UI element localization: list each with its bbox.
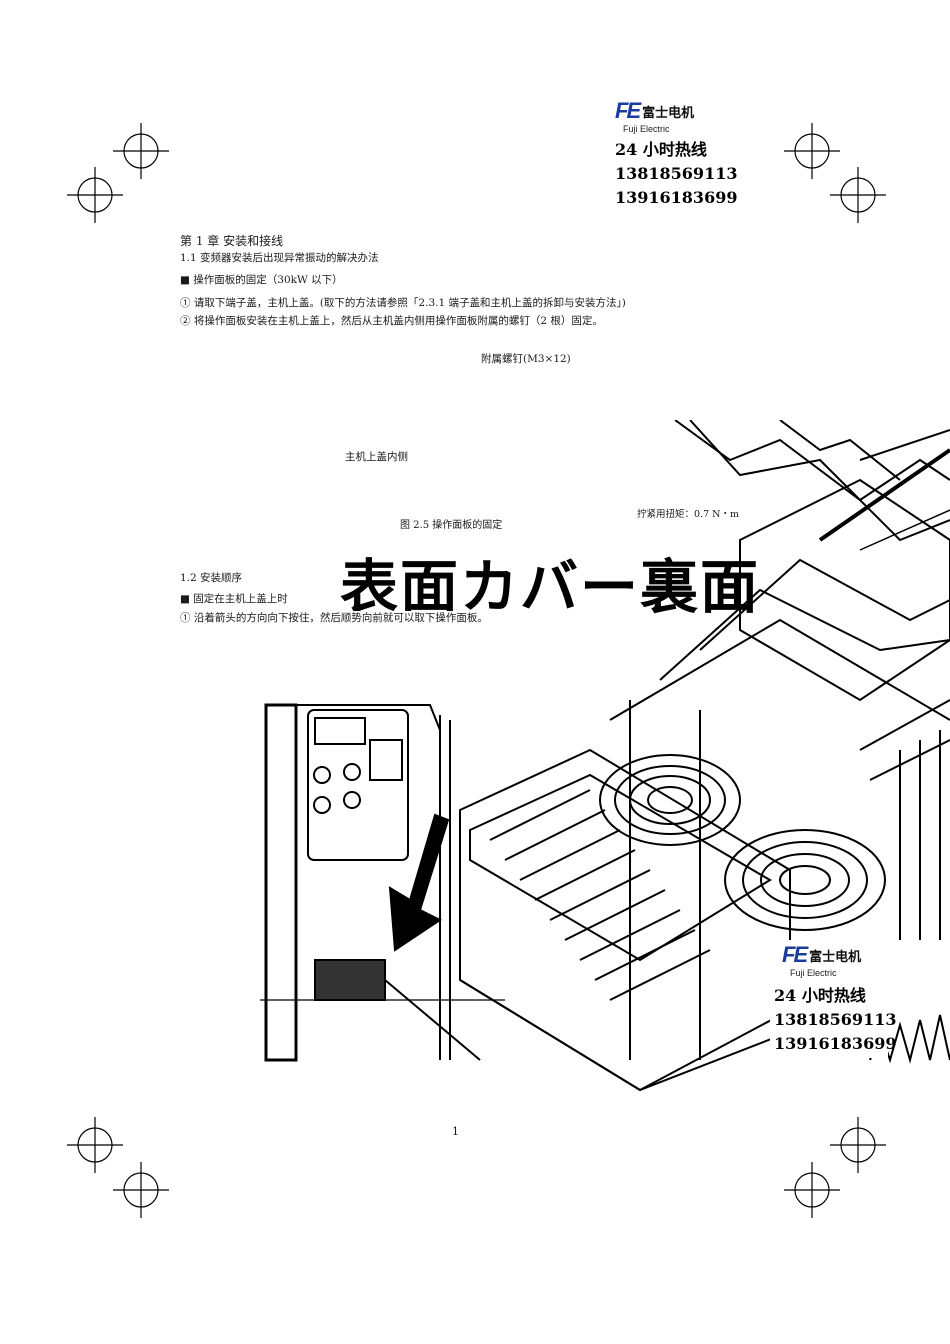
figure-caption: 图 2.5 操作面板的固定 [400, 520, 503, 531]
label-inner-cover: 主机上盖内侧 [345, 450, 408, 464]
registration-mark-icon [784, 1162, 840, 1218]
section-1-2-heading: 1.2 安装顺序 [180, 571, 243, 585]
bullet-panel-fix: ■ 操作面板的固定（30kW 以下） [180, 274, 343, 286]
section-1-1-heading: 1.1 变频器安装后出现异常振动的解决办法 [180, 252, 379, 264]
registration-mark-icon [113, 1162, 169, 1218]
registration-mark-icon [113, 123, 169, 179]
fuji-logo-icon: FE [615, 98, 641, 123]
brand-name-cn: 富士电机 [642, 105, 695, 121]
step-1: ① 请取下端子盖，主机上盖。(取下的方法请参照「2.3.1 端子盖和主机上盖的拆… [180, 297, 626, 309]
brand-name-en: Fuji Electric [790, 968, 837, 978]
brand-name-cn: 富士电机 [809, 949, 862, 965]
step-3: ① 沿着箭头的方向向下按住，然后顺势向前就可以取下操作面板。 [180, 611, 488, 625]
page-number: 1 [452, 1125, 459, 1138]
brand-name-en: Fuji Electric [623, 124, 670, 134]
registration-mark-icon [830, 167, 886, 223]
hotline-phone-1: 13818569113 [774, 1010, 897, 1029]
hotline-phone-1: 13818569113 [615, 164, 738, 183]
chapter-title: 第 1 章 安装和接线 [180, 234, 284, 248]
label-torque: 拧紧用扭矩：0.7 N・m [637, 508, 739, 522]
registration-mark-icon [67, 1117, 123, 1173]
large-japanese-label: 表面カバー裏面 [340, 553, 761, 621]
fuji-logo-icon: FE [782, 942, 808, 967]
registration-mark-icon [67, 167, 123, 223]
bullet-fix-on-cover: ■ 固定在主机上盖上时 [180, 592, 288, 606]
hotline-label: 24 小时热线 [615, 140, 707, 159]
label-attached-screw: 附属螺钉(M3×12) [481, 353, 571, 365]
hotline-label: 24 小时热线 [774, 986, 866, 1005]
step-2: ② 将操作面板安装在主机上盖上，然后从主机盖内侧用操作面板附属的螺钉（2 根）固… [180, 315, 603, 327]
registration-mark-icon [784, 123, 840, 179]
fuji-logo-block-bottom: FE 富士电机 Fuji Electric 24 小时热线 1381856911… [770, 940, 897, 1058]
inverter-cover-drawing [260, 420, 950, 1092]
fuji-logo-block: FE 富士电机 Fuji Electric 24 小时热线 1381856911… [615, 98, 737, 210]
registration-mark-icon [830, 1117, 886, 1173]
hotline-phone-2: 13916183699 [615, 188, 738, 207]
hotline-phone-2: 13916183699 [774, 1034, 897, 1053]
